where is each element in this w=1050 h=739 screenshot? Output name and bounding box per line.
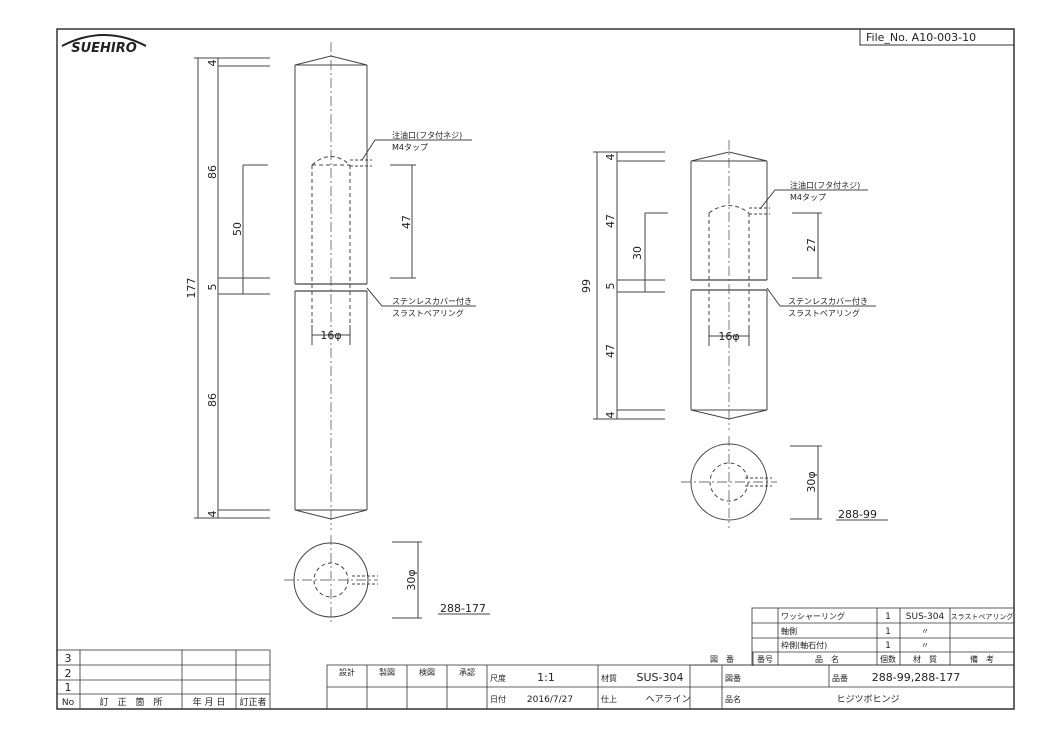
short-oil-port-tap: M4タップ (790, 193, 826, 202)
long-dim-outer-dia: 30φ (405, 569, 418, 590)
revision-header-date: 年 月 日 (193, 696, 226, 708)
finish-value: ヘアライン (645, 694, 690, 705)
drawing-frame (56, 28, 1015, 710)
revision-header-by: 訂正者 (239, 696, 266, 708)
long-dim-pin-dia: 16φ (320, 329, 341, 342)
short-dim-pin-dia: 16φ (718, 330, 739, 343)
sign-check: 検図 (419, 667, 435, 677)
drawing-no-label: 図番 (725, 673, 741, 683)
material-label: 材質 (601, 673, 617, 683)
parts-row3-material: 〃 (921, 641, 929, 650)
finish-label: 仕上 (601, 694, 617, 704)
long-oil-port-tap: M4タップ (392, 143, 428, 152)
date-value: 2016/7/27 (527, 695, 573, 705)
sign-design: 設計 (339, 667, 355, 677)
sign-approve: 承認 (459, 667, 475, 677)
long-dim-oil-depth: 47 (400, 215, 413, 229)
long-hinge-view (194, 42, 490, 625)
revision-row-2: 2 (65, 667, 72, 680)
parts-row1-remark: スラストベアリング (951, 612, 1014, 621)
short-dim-lower-len: 47 (604, 344, 617, 358)
sign-draft: 製図 (379, 667, 395, 677)
short-dim-total: 99 (580, 279, 593, 293)
long-oil-port-note: 注油口(フタ付ネジ) (392, 130, 462, 140)
parts-row3-name: 枠側(軸石付) (781, 640, 827, 650)
file-no-box (859, 28, 1015, 46)
long-dim-total: 177 (185, 278, 198, 299)
parts-header-number: 番号 (757, 654, 773, 664)
parts-row1-material: SUS-304 (906, 612, 945, 622)
revision-header-no: No (62, 698, 75, 708)
short-hinge-view (593, 140, 888, 528)
long-cover-note: ステンレスカバー付き (392, 296, 472, 306)
parts-row1-name: ワッシャーリング (781, 611, 845, 621)
parts-header-drawing: 図 番 (710, 654, 734, 664)
parts-list-grid (751, 607, 1015, 666)
name-label: 品名 (725, 694, 741, 704)
logo-text: SUEHIRO (71, 41, 137, 56)
parts-row1-qty: 1 (885, 612, 891, 622)
part-no-value: 288-99,288-177 (872, 671, 960, 684)
long-dim-pin-inner: 50 (231, 222, 244, 236)
short-dim-bottom-chamfer: 4 (604, 412, 617, 419)
short-dim-gap: 5 (604, 283, 617, 290)
parts-row2-qty: 1 (885, 627, 891, 637)
suehiro-logo: SUEHIRO (61, 34, 147, 56)
long-dim-gap: 5 (206, 284, 219, 291)
long-cover-bearing: スラストベアリング (392, 308, 464, 318)
scale-label: 尺度 (490, 673, 506, 683)
revision-row-1: 1 (65, 681, 72, 694)
parts-row2-material: 〃 (921, 627, 929, 636)
parts-row3-qty: 1 (885, 641, 891, 651)
long-dim-bottom-chamfer: 4 (206, 511, 219, 518)
short-dim-oil-depth: 27 (805, 238, 818, 252)
short-dim-top-chamfer: 4 (604, 154, 617, 161)
parts-header-name: 品 名 (815, 654, 839, 664)
material-value: SUS-304 (637, 671, 684, 684)
scale-value: 1:1 (537, 671, 555, 684)
parts-row2-name: 軸側 (781, 626, 797, 636)
short-dim-pin-inner: 30 (631, 246, 644, 260)
parts-header-qty: 個数 (880, 654, 896, 664)
date-label: 日付 (490, 694, 506, 704)
short-oil-port-note: 注油口(フタ付ネジ) (790, 180, 860, 190)
revision-header-place: 訂 正 箇 所 (99, 696, 162, 708)
part-no-label: 品番 (832, 673, 848, 683)
short-dim-outer-dia: 30φ (805, 471, 818, 492)
short-cover-bearing: スラストベアリング (788, 308, 860, 318)
short-part-no: 288-99 (838, 508, 877, 521)
title-block-grid (326, 664, 1015, 710)
short-dim-upper-len: 47 (604, 214, 617, 228)
long-dim-top-chamfer: 4 (206, 60, 219, 67)
file-no: File_No. A10-003-10 (866, 31, 976, 44)
revision-row-3: 3 (65, 652, 72, 665)
revision-grid (56, 649, 271, 710)
long-part-no: 288-177 (440, 602, 486, 615)
parts-header-remark: 備 考 (970, 654, 994, 664)
name-value: ヒジツボヒンジ (836, 694, 899, 705)
parts-header-material: 材 質 (913, 654, 937, 664)
long-dim-upper-len: 86 (206, 165, 219, 179)
short-cover-note: ステンレスカバー付き (788, 296, 868, 306)
long-dim-lower-len: 86 (206, 393, 219, 407)
